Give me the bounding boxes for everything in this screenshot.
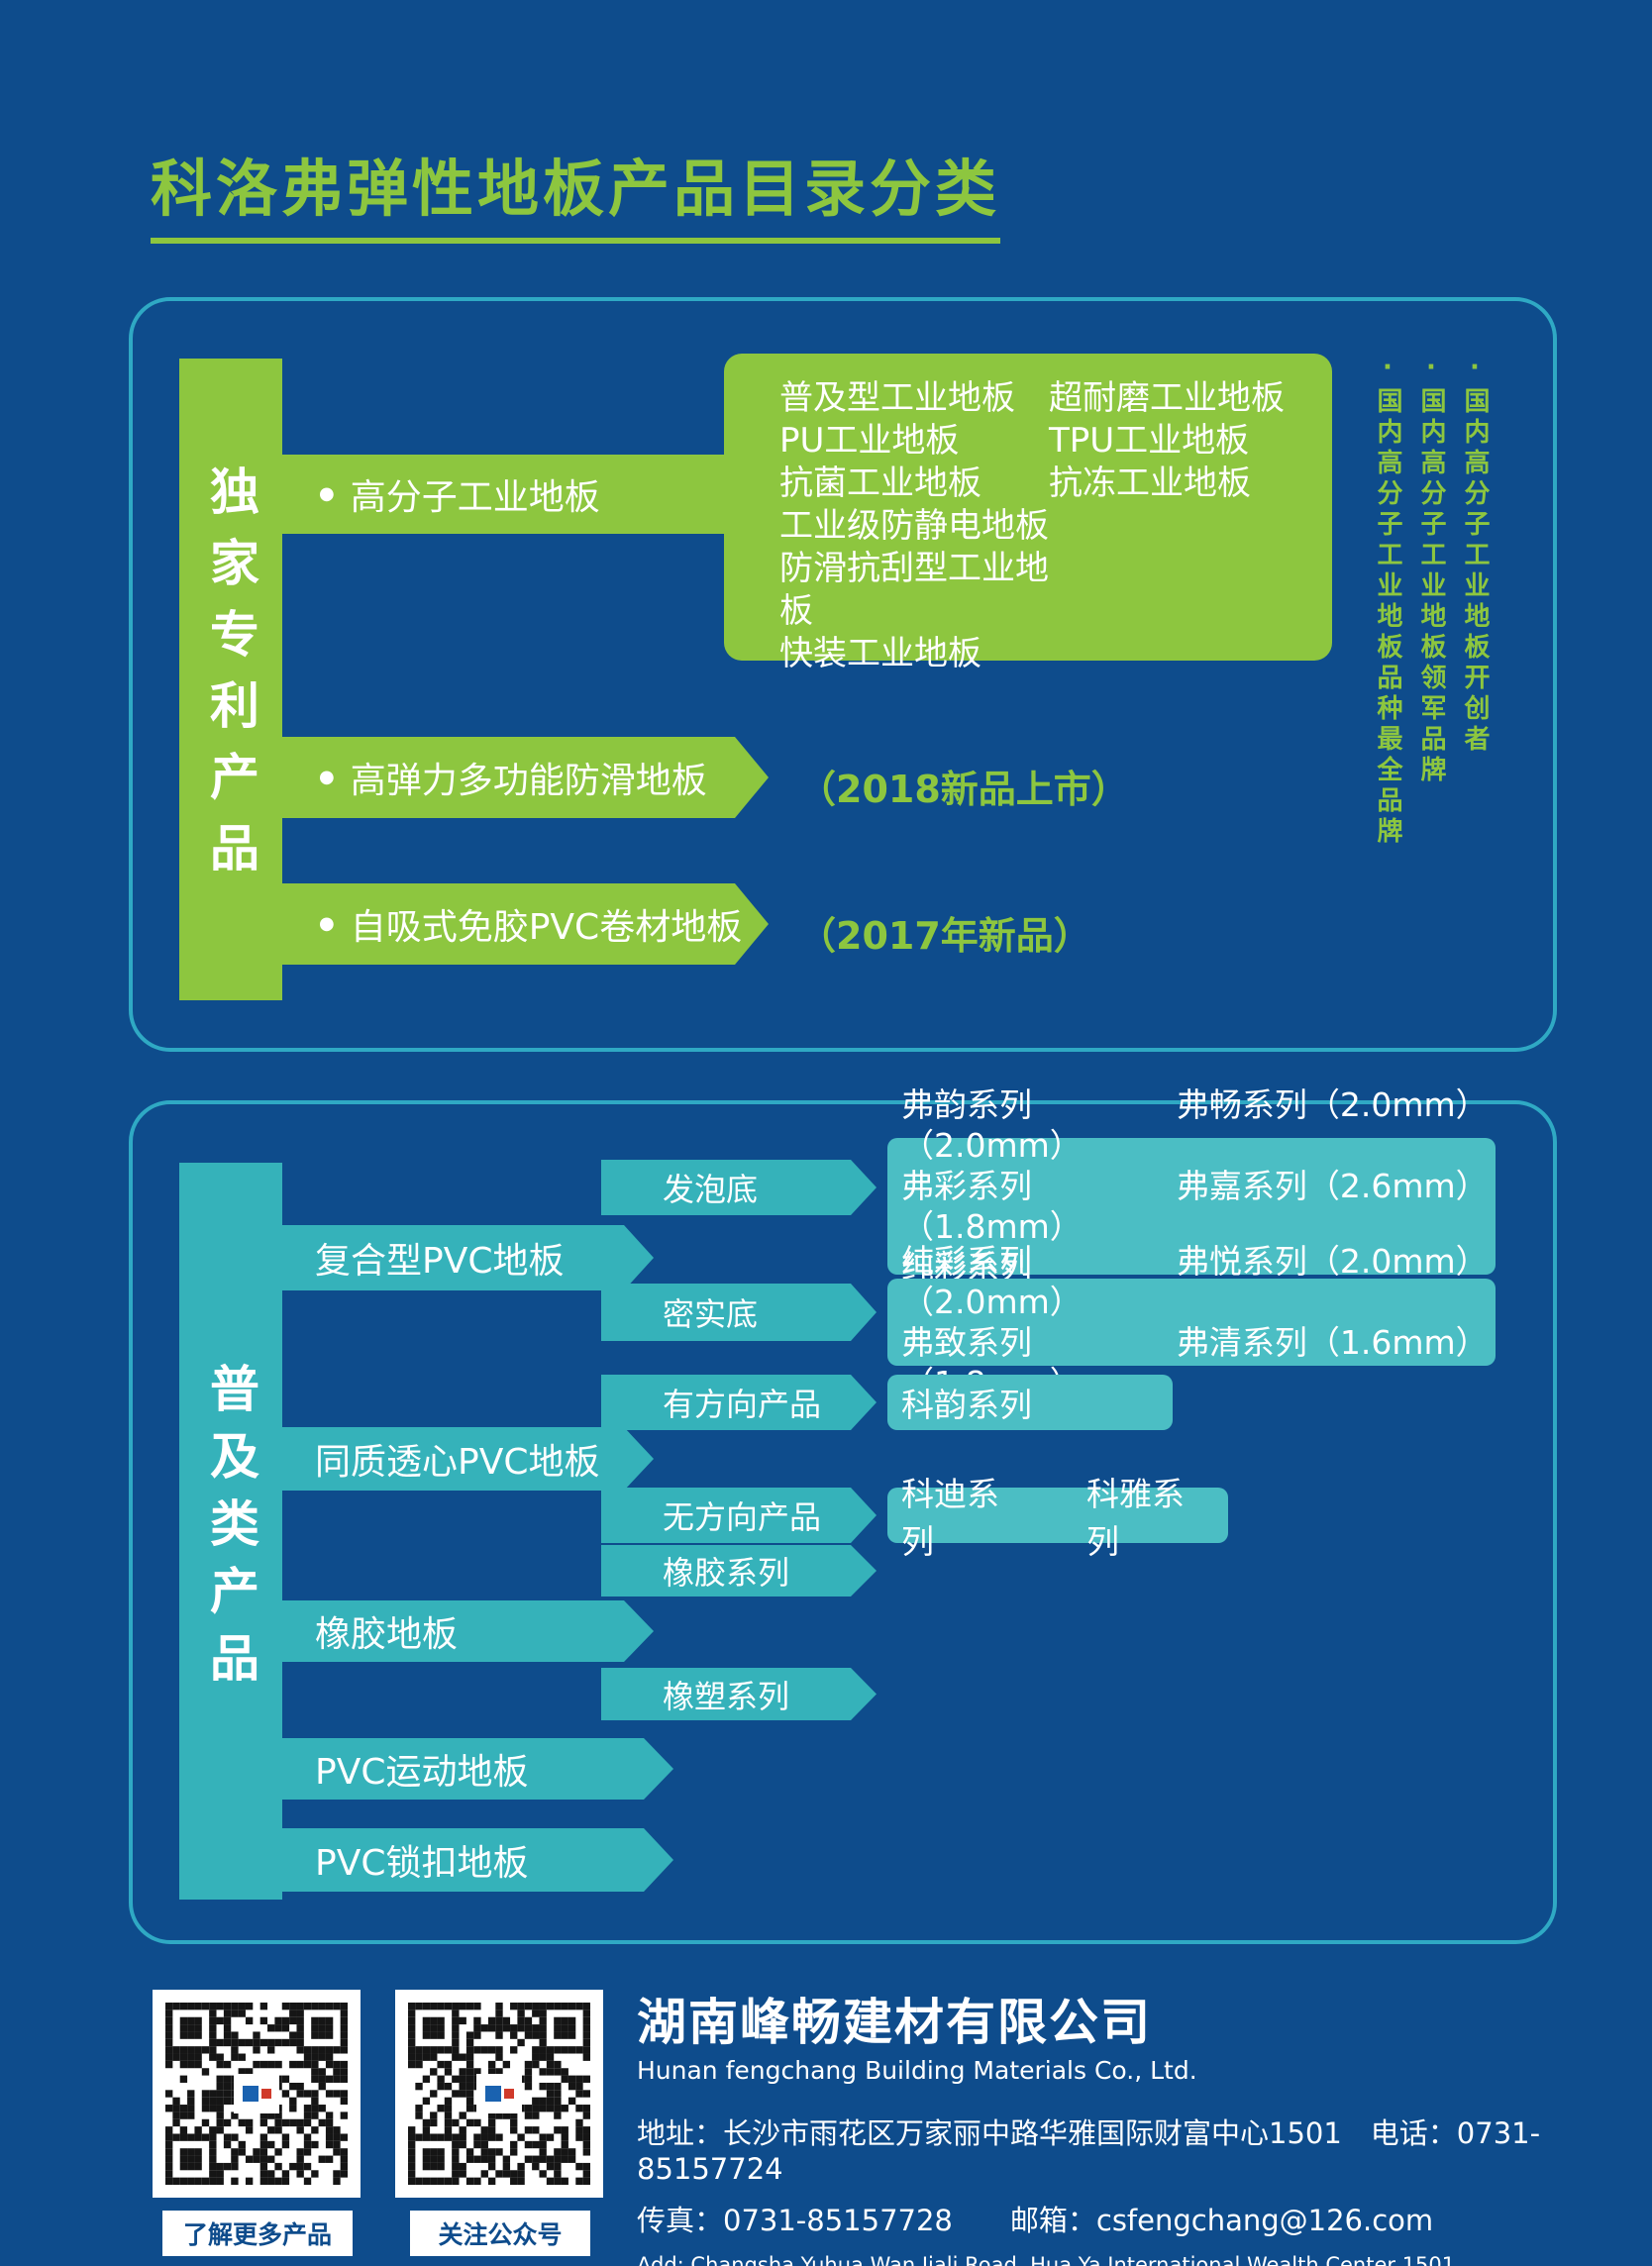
arrow-label: 高弹力多功能防滑地板 <box>350 761 707 801</box>
arrow-directional-products: 有方向产品 <box>601 1375 877 1430</box>
arrow-label: PVC锁扣地板 <box>315 1843 529 1884</box>
product-cell: PU工业地板 <box>779 421 960 461</box>
page-title: 科洛弗弹性地板产品目录分类 <box>151 139 1001 244</box>
series-cell: 弗嘉系列（2.6mm） <box>1176 1167 1489 1205</box>
product-cell: 抗冻工业地板 <box>1049 464 1251 503</box>
series-row: 弗彩系列（1.8mm） 弗嘉系列（2.6mm） <box>901 1166 1489 1247</box>
arrow-high-elastic-antislip-floor: ● 高弹力多功能防滑地板 <box>273 737 769 818</box>
arrow-label: 密实底 <box>663 1295 759 1333</box>
arrow-polymer-industrial-floor: ● 高分子工业地板 <box>273 455 769 534</box>
arrow-rubber-floor: 橡胶地板 <box>273 1600 654 1662</box>
arrow-dense-backing: 密实底 <box>601 1284 877 1341</box>
arrow-composite-pvc-floor: 复合型PVC地板 <box>273 1225 654 1290</box>
new-product-note-2017: （2017年新品） <box>798 914 1091 958</box>
arrow-label: 橡胶地板 <box>315 1614 459 1655</box>
directional-series-box: 科韵系列 <box>887 1375 1173 1430</box>
product-cell: 快装工业地板 <box>779 634 981 673</box>
product-cell: 抗菌工业地板 <box>779 464 981 503</box>
qr-pattern <box>408 2003 590 2185</box>
slogan-line: ·国内高分子工业地板品种最全品牌 <box>1373 353 1402 848</box>
polymer-products-box: 普及型工业地板 超耐磨工业地板 PU工业地板 TPU工业地板 抗菌工业地板 抗冻… <box>724 354 1332 673</box>
product-row: 工业级防静电地板 <box>779 505 1312 548</box>
slogans-vertical-text: ·国内高分子工业地板开创者 ·国内高分子工业地板领军品牌 ·国内高分子工业地板品… <box>1356 353 1497 1026</box>
qr-code-official-account <box>395 1990 603 2198</box>
series-cell: 弗彩系列（1.8mm） <box>901 1167 1083 1246</box>
company-info-block: 湖南峰畅建材有限公司 Hunan fengchang Building Mate… <box>637 1983 1588 2266</box>
arrow-label: PVC运动地板 <box>315 1752 529 1793</box>
address-phone-line: 地址：长沙市雨花区万家丽中路华雅国际财富中心1501 电话：0731-85157… <box>637 2116 1541 2186</box>
series-cell: 弗畅系列（2.0mm） <box>1176 1085 1489 1124</box>
arrow-label: 橡胶系列 <box>663 1554 790 1592</box>
arrow-label: 复合型PVC地板 <box>315 1241 565 1282</box>
arrow-label: 自吸式免胶PVC卷材地板 <box>350 907 743 948</box>
arrow-nondirectional-products: 无方向产品 <box>601 1488 877 1543</box>
product-row: 抗菌工业地板 抗冻工业地板 <box>779 463 1312 505</box>
arrow-label: 无方向产品 <box>663 1498 822 1536</box>
arrow-label: 发泡底 <box>663 1171 759 1208</box>
fax-email-line: 传真：0731-85157728 邮箱：csfengchang@126.com <box>637 2204 1434 2237</box>
logo-red-square <box>503 2089 514 2099</box>
qr-center-logo <box>234 2074 279 2113</box>
series-row: 弗韵系列（2.0mm） 弗畅系列（2.0mm） <box>901 1084 1489 1166</box>
product-cell: TPU工业地板 <box>1049 421 1250 461</box>
qr2-caption: 关注公众号 <box>410 2211 590 2256</box>
popular-side-label: 普及类产品 <box>179 1163 282 1900</box>
series-cell: 纯彩系列（2.0mm） <box>901 1242 1083 1321</box>
product-cell: 普及型工业地板 <box>779 378 1015 418</box>
logo-blue-square <box>242 2086 258 2102</box>
series-cell: 弗清系列（1.6mm） <box>1176 1323 1489 1362</box>
logo-red-square <box>260 2089 271 2099</box>
patent-side-label: 独家专利产品 <box>179 359 282 1000</box>
product-cell: 防滑抗刮型工业地板 <box>779 549 1049 631</box>
arrow-homogeneous-pvc-floor: 同质透心PVC地板 <box>273 1427 654 1491</box>
product-cell: 超耐磨工业地板 <box>1049 378 1285 418</box>
arrow-label: 有方向产品 <box>663 1386 822 1423</box>
dense-series-box: 纯彩系列（2.0mm） 弗悦系列（2.0mm） 弗致系列（1.8mm） 弗清系列… <box>887 1242 1496 1402</box>
qr-code-more-products <box>153 1990 361 2198</box>
company-name-cn: 湖南峰畅建材有限公司 <box>637 1994 1152 2051</box>
new-product-note-2018: （2018新品上市） <box>798 768 1129 811</box>
arrow-pvc-sport-floor: PVC运动地板 <box>273 1738 673 1800</box>
bullet-icon: ● <box>319 483 335 504</box>
series-cell: 科迪系列 <box>901 1475 999 1561</box>
arrow-rubber-series: 橡胶系列 <box>601 1545 877 1596</box>
product-row: 快装工业地板 <box>779 633 1312 675</box>
logo-blue-square <box>484 2086 501 2102</box>
slogan-line: ·国内高分子工业地板开创者 <box>1460 353 1490 756</box>
qr-center-logo <box>476 2074 522 2113</box>
arrow-self-adhesive-pvc-roll-floor: ● 自吸式免胶PVC卷材地板 <box>273 883 769 965</box>
company-name-en: Hunan fengchang Building Materials Co., … <box>637 2056 1197 2085</box>
series-cell: 弗韵系列（2.0mm） <box>901 1085 1083 1165</box>
product-row: 普及型工业地板 超耐磨工业地板 <box>779 377 1312 420</box>
slogan-line: ·国内高分子工业地板领军品牌 <box>1416 353 1446 786</box>
product-row: 防滑抗刮型工业地板 <box>779 548 1312 633</box>
product-cell: 工业级防静电地板 <box>779 506 1049 546</box>
arrow-label: 同质透心PVC地板 <box>315 1442 600 1483</box>
arrow-label: 高分子工业地板 <box>350 477 600 518</box>
series-cell: 科雅系列 <box>1086 1475 1185 1561</box>
popular-products-section: 普及类产品 发泡底 弗韵系列（2.0mm） 弗畅系列（2.0mm） 弗彩系列（1… <box>129 1085 1557 1944</box>
patent-products-section: 独家专利产品 ● 高分子工业地板 普及型工业地板 超耐磨工业地板 PU工业地板 … <box>129 297 1557 1052</box>
arrow-rubber-plastic-series: 橡塑系列 <box>601 1668 877 1720</box>
bullet-icon: ● <box>319 767 335 787</box>
qr1-caption: 了解更多产品 <box>162 2211 353 2256</box>
product-row: PU工业地板 TPU工业地板 <box>779 420 1312 463</box>
nondirectional-series-box: 科迪系列 科雅系列 <box>887 1475 1228 1561</box>
series-cell: 科韵系列 <box>901 1386 1032 1424</box>
series-cell: 弗悦系列（2.0mm） <box>1176 1242 1489 1281</box>
arrow-label: 橡塑系列 <box>663 1677 790 1715</box>
arrow-foam-backing: 发泡底 <box>601 1160 877 1215</box>
bullet-icon: ● <box>319 913 335 934</box>
series-row: 纯彩系列（2.0mm） 弗悦系列（2.0mm） <box>901 1241 1489 1322</box>
address-line-en: Add: Changsha Yuhua Wan Jiali Road, Hua … <box>637 2253 1456 2266</box>
arrow-pvc-click-lock-floor: PVC锁扣地板 <box>273 1828 673 1892</box>
